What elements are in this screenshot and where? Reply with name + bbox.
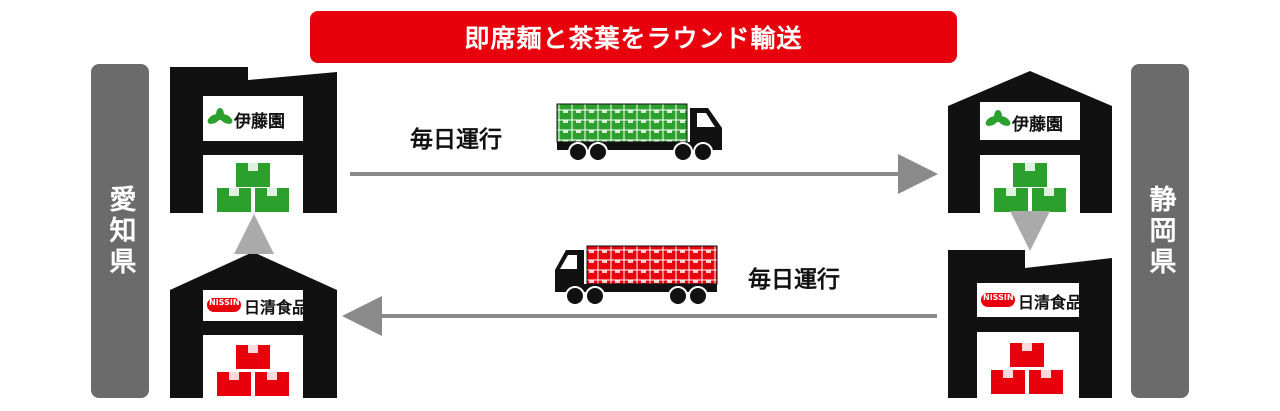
itoen-label-aichi: 伊藤園: [234, 112, 285, 132]
itoen-logo-icon: [207, 108, 233, 124]
warehouse-nissin-aichi: [170, 252, 337, 398]
route-label-westbound: 毎日運行: [748, 267, 840, 293]
nissin-mark-aichi: NISSIN: [209, 298, 240, 307]
route-label-eastbound: 毎日運行: [410, 127, 502, 153]
route-banner: 即席麺と茶葉をラウンド輸送: [310, 11, 957, 63]
warehouse-itoen-shizuoka: [948, 71, 1112, 213]
nissin-label-aichi: 日清食品: [244, 298, 309, 317]
nissin-label-shizuoka: 日清食品: [1018, 293, 1083, 312]
warehouse-itoen-aichi: [170, 67, 337, 213]
warehouse-nissin-shizuoka: [948, 250, 1112, 398]
truck-green-icon: [556, 103, 722, 162]
prefecture-aichi: 愛知県: [91, 64, 149, 398]
prefecture-shizuoka: 静岡県: [1131, 64, 1189, 398]
nissin-mark-shizuoka: NISSIN: [983, 293, 1014, 302]
truck-red-icon: [555, 245, 718, 306]
nissin-logo-icon: [207, 298, 241, 312]
itoen-label-shizuoka: 伊藤園: [1012, 115, 1063, 135]
